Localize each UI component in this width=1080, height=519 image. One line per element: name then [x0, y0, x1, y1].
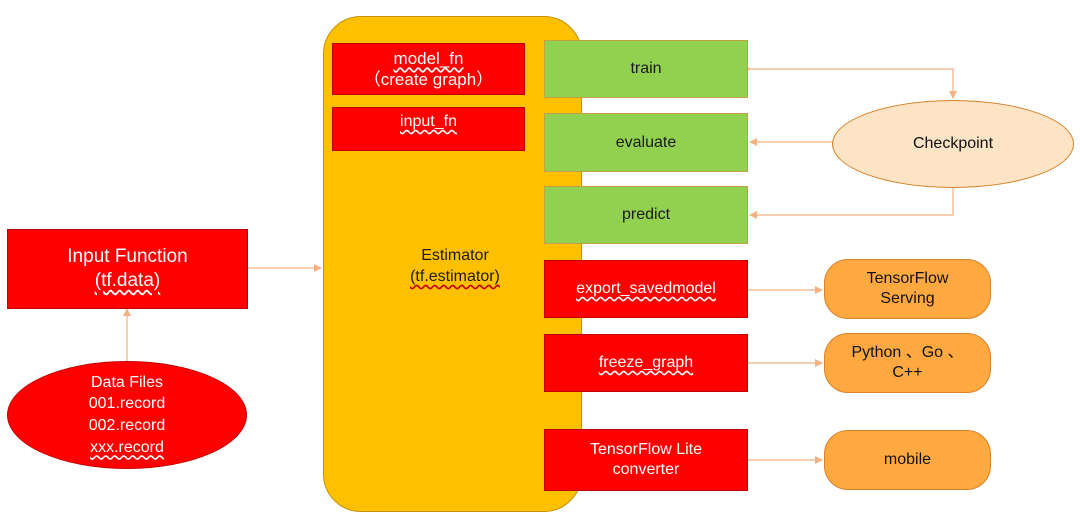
- input-fn-box: input_fn: [332, 107, 525, 151]
- serving-sublabel: Serving: [880, 290, 935, 307]
- languages-label: Python 、Go 、: [851, 344, 964, 361]
- languages-box: Python 、Go 、 C++: [824, 333, 991, 393]
- checkpoint-ellipse: Checkpoint: [832, 100, 1074, 188]
- data-files-title: Data Files: [90, 373, 164, 391]
- data-file-xxx: xxx.record: [90, 438, 164, 456]
- input-function-title: Input Function: [67, 246, 188, 268]
- model-fn-label: model_fn: [393, 48, 464, 68]
- input-function-subtitle: (tf.data): [94, 270, 161, 291]
- export-savedmodel-box: export_savedmodel: [544, 260, 748, 318]
- evaluate-label: evaluate: [615, 133, 677, 151]
- serving-label: TensorFlow: [866, 270, 949, 287]
- tensorflow-serving-box: TensorFlow Serving: [824, 259, 991, 319]
- predict-box: predict: [544, 186, 748, 244]
- tflite-label: TensorFlow Lite: [589, 441, 703, 458]
- input-fn-label: input_fn: [400, 113, 457, 130]
- predict-label: predict: [621, 206, 671, 223]
- estimator-subtitle: (tf.estimator): [410, 267, 500, 285]
- arrow-checkpoint-to-predict: [749, 188, 954, 219]
- train-box: train: [544, 40, 748, 98]
- input-function-box: Input Function (tf.data): [7, 229, 248, 309]
- train-label: train: [630, 60, 662, 77]
- estimator-container: [323, 16, 582, 512]
- model-fn-sublabel: （create graph）: [363, 70, 494, 89]
- export-savedmodel-label: export_savedmodel: [576, 280, 716, 297]
- languages-sublabel: C++: [892, 364, 923, 381]
- checkpoint-label: Checkpoint: [912, 135, 994, 152]
- evaluate-box: evaluate: [544, 113, 748, 172]
- data-files-ellipse: Data Files 001.record 002.record xxx.rec…: [7, 361, 247, 469]
- freeze-graph-box: freeze_graph: [544, 334, 748, 392]
- mobile-label: mobile: [883, 451, 932, 468]
- tflite-converter-box: TensorFlow Lite converter: [544, 429, 748, 491]
- freeze-graph-label: freeze_graph: [598, 354, 694, 371]
- model-fn-box: model_fn （create graph）: [332, 43, 525, 95]
- tflite-sublabel: converter: [612, 461, 680, 478]
- estimator-title: Estimator: [421, 247, 489, 264]
- mobile-box: mobile: [824, 430, 991, 490]
- estimator-label: Estimator (tf.estimator): [375, 246, 535, 288]
- data-file-001: 001.record: [88, 395, 166, 413]
- data-file-002: 002.record: [88, 417, 166, 434]
- arrow-train-checkpoint: [743, 65, 957, 99]
